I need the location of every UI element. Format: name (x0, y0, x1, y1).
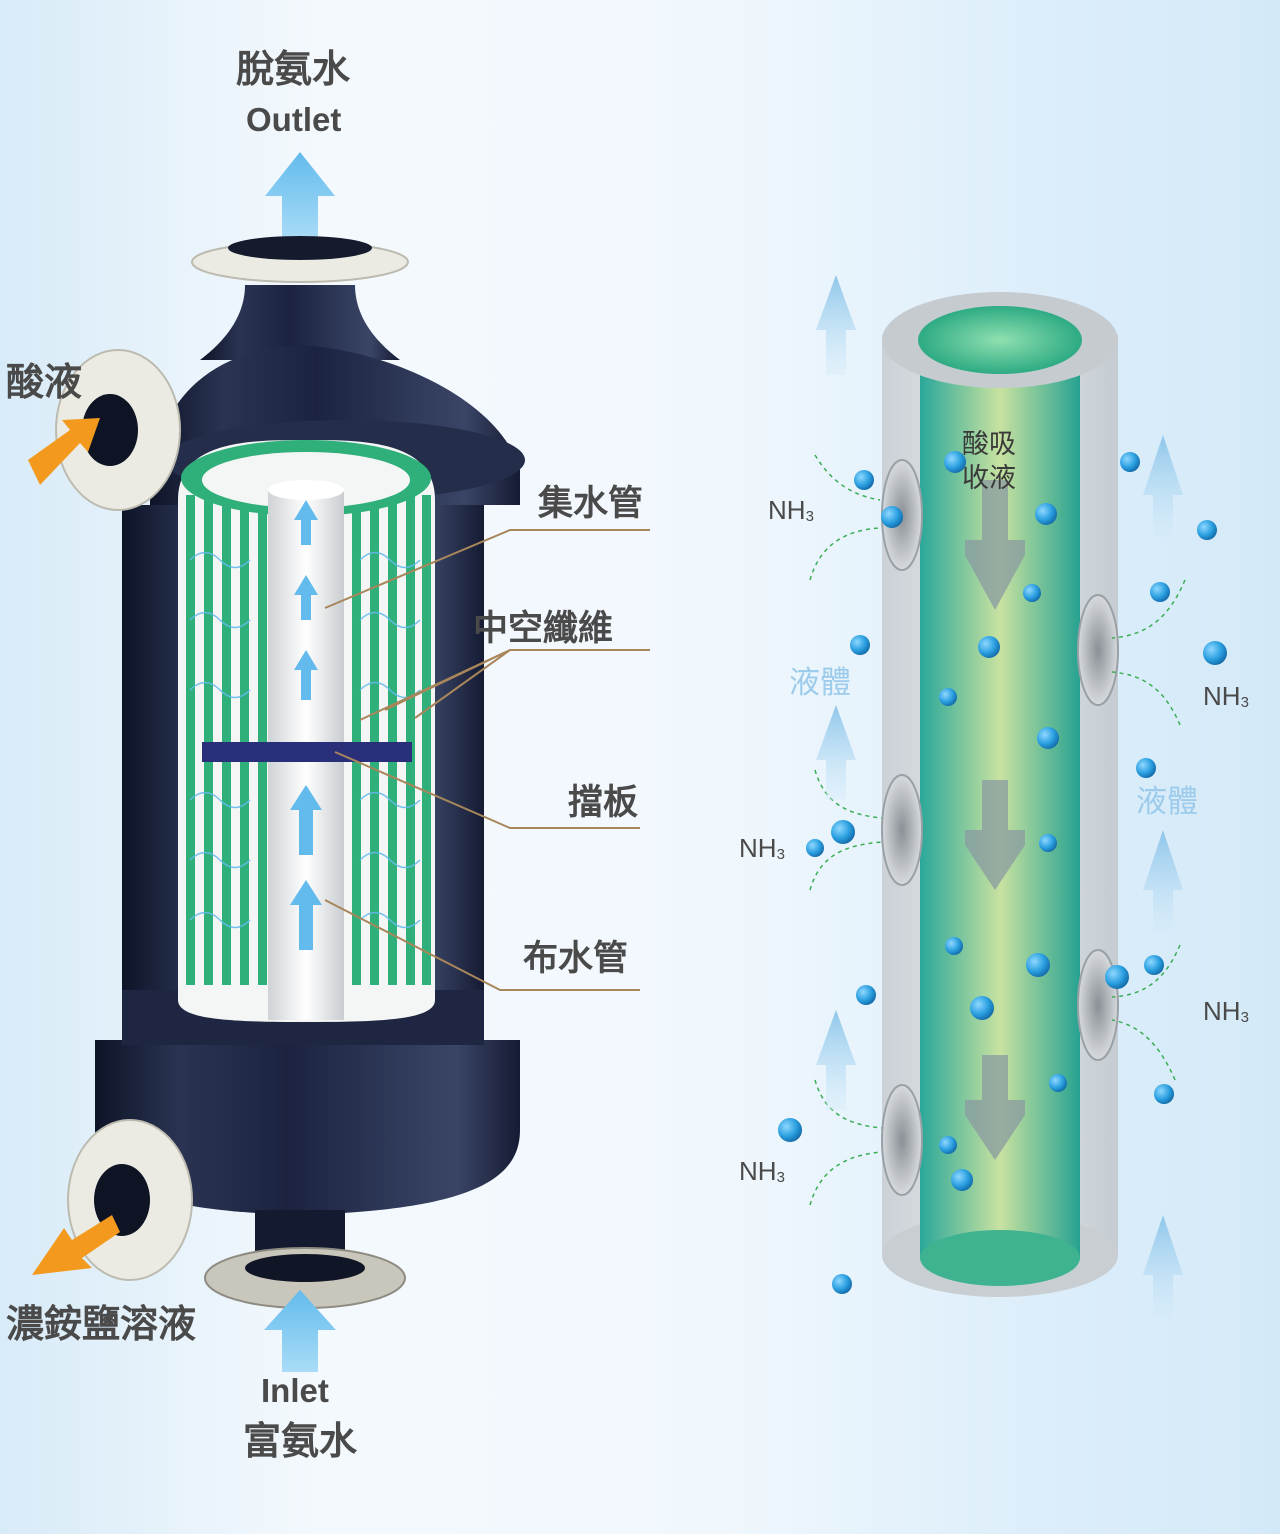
distributor-label: 布水管 (523, 939, 629, 979)
hollow-fiber-label: 中空纖維 (473, 609, 614, 649)
outlet-arrow (265, 152, 335, 240)
nh3-subscript: 3 (776, 1169, 785, 1186)
nh3-label: NH3 (739, 1158, 785, 1185)
nh3-text: NH (739, 1156, 777, 1186)
salt-out-arrow (32, 1215, 120, 1275)
nh3-subscript: 3 (776, 846, 785, 863)
nh3-label: NH3 (739, 835, 785, 862)
inlet-label-cn: 富氨水 (243, 1419, 358, 1463)
baffle-label: 擋板 (568, 783, 639, 823)
inlet-label-en: Inlet (261, 1372, 329, 1409)
nh3-label: NH3 (768, 497, 814, 524)
nh3-text: NH (1203, 681, 1241, 711)
fiber-tube (778, 275, 1227, 1320)
liquid-label-left: 液體 (789, 665, 851, 701)
nh3-label: NH3 (1203, 998, 1249, 1025)
acid-in-arrow (28, 418, 100, 485)
nh3-text: NH (739, 833, 777, 863)
distributor-callout-line (324, 899, 640, 991)
acid-in-label: 酸液 (6, 360, 83, 404)
acid-absorbent-label: 酸吸 收液 (962, 428, 1016, 496)
nh3-subscript: 3 (1240, 694, 1249, 711)
salt-out-label: 濃銨鹽溶液 (6, 1302, 197, 1346)
baffle-callout-line (334, 751, 640, 829)
acid-absorbent-line2: 收液 (962, 462, 1016, 494)
nh3-text: NH (1203, 996, 1241, 1026)
outlet-label-en: Outlet (246, 101, 342, 138)
collector-label: 集水管 (538, 484, 644, 524)
nh3-subscript: 3 (805, 508, 814, 525)
acid-absorbent-line1: 酸吸 (962, 429, 1016, 460)
nh3-subscript: 3 (1240, 1009, 1249, 1026)
vessel (28, 152, 650, 1372)
fiber-callout-line (359, 649, 650, 721)
outlet-label-cn: 脫氨水 (236, 47, 351, 91)
nh3-label: NH3 (1203, 683, 1249, 710)
nh3-text: NH (768, 495, 806, 525)
inlet-arrow (264, 1290, 336, 1372)
baffle-plate (202, 742, 412, 762)
collector-callout-line (324, 529, 650, 609)
liquid-label-right: 液體 (1136, 784, 1198, 820)
